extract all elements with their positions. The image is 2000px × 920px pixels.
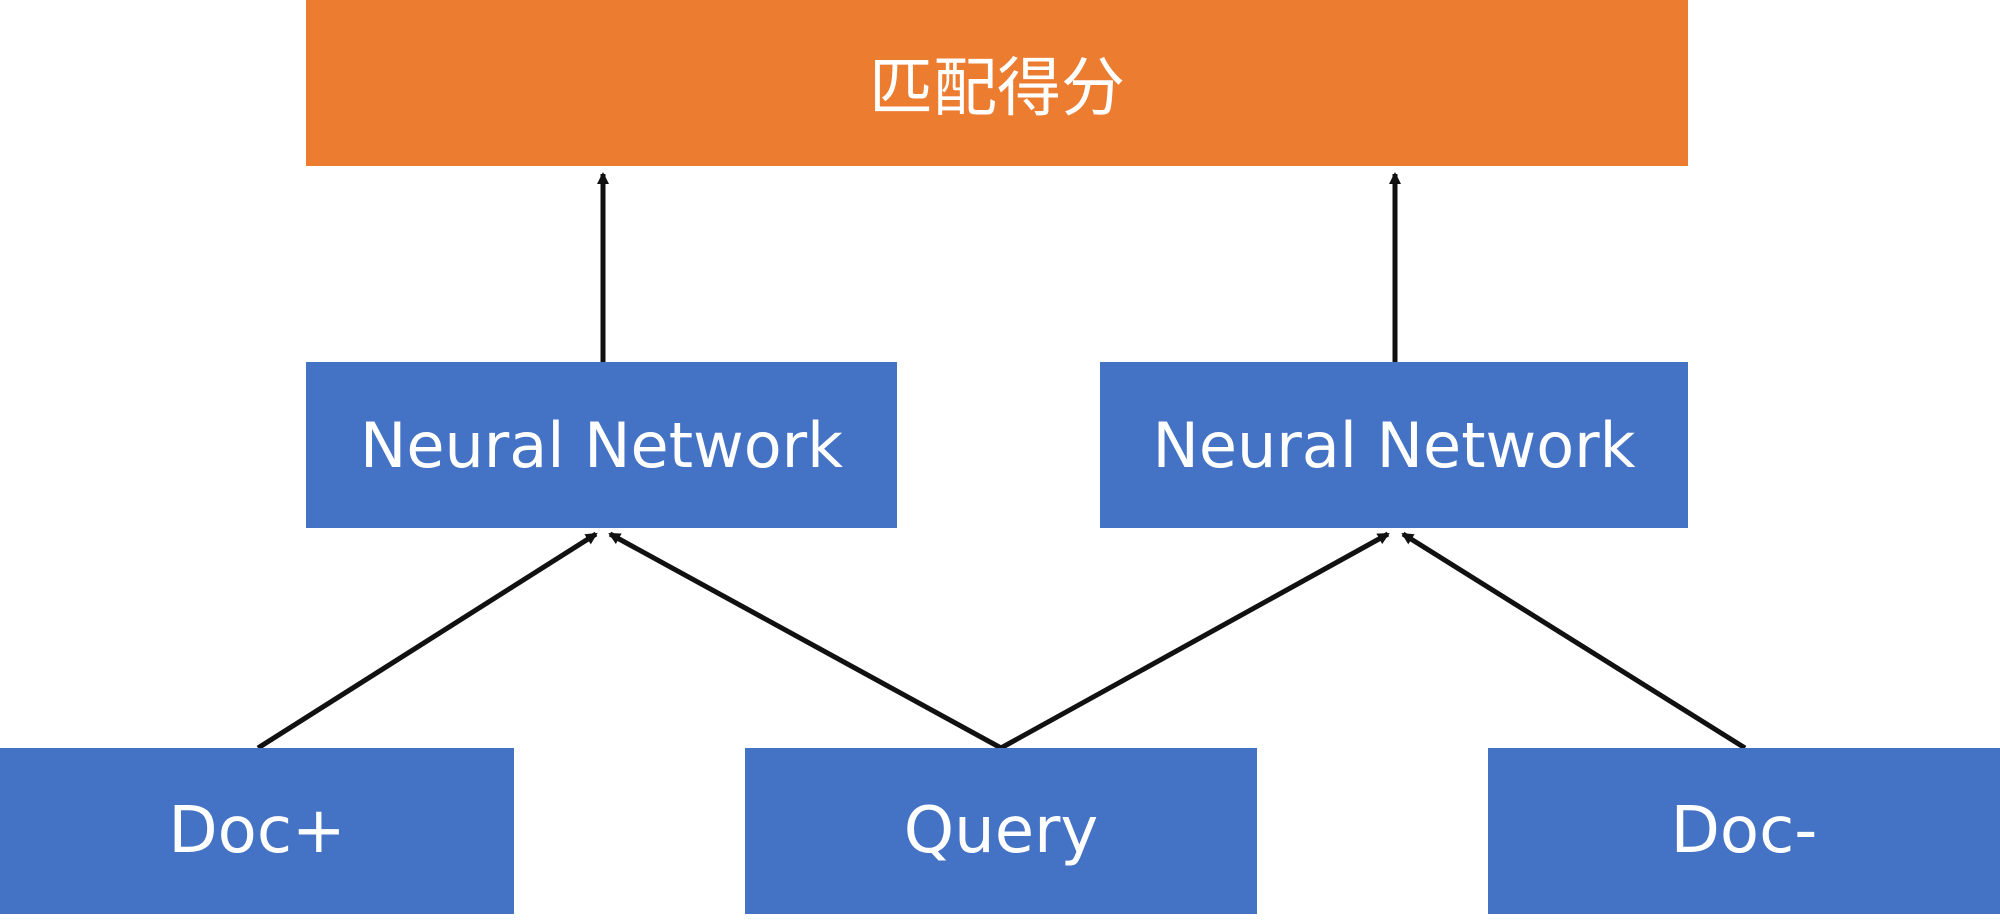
matching-score-label: 匹配得分 (869, 52, 1125, 126)
doc-minus: Doc- (1488, 748, 2000, 914)
matching-score: 匹配得分 (306, 0, 1688, 166)
neural-network-left: Neural Network (306, 362, 897, 528)
doc-plus-label: Doc+ (168, 794, 346, 868)
edge-query-to-nn-left (608, 531, 1003, 751)
neural-network-right: Neural Network (1100, 362, 1688, 528)
edge-query-to-nn-right (999, 531, 1390, 751)
edge-doc-minus-to-nn-right (1401, 531, 1747, 751)
doc-plus: Doc+ (0, 748, 514, 914)
query-label: Query (903, 794, 1099, 868)
neural-network-right-label: Neural Network (1152, 408, 1636, 482)
query: Query (745, 748, 1257, 914)
neural-network-left-label: Neural Network (359, 408, 844, 482)
edge-doc-plus-to-nn-left (256, 531, 598, 751)
doc-minus-label: Doc- (1670, 794, 1818, 868)
